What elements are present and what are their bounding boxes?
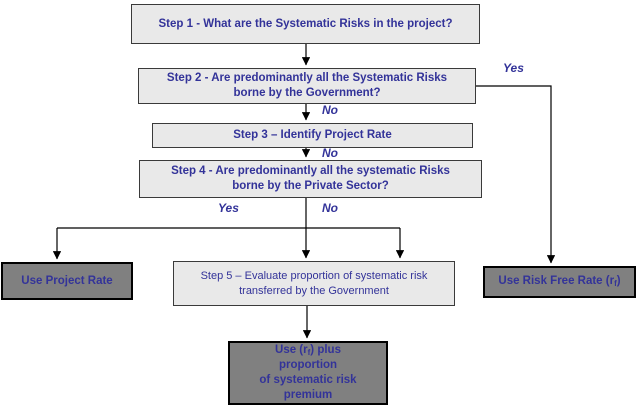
node-use-risk-free-rate-label: Use Risk Free Rate (rf)	[498, 275, 621, 289]
edge-label-yes-step2: Yes	[503, 61, 524, 75]
edge-step2-riskfree	[476, 85, 556, 264]
node-step3: Step 3 – Identify Project Rate	[152, 123, 473, 148]
node-step4: Step 4 - Are predominantly all the syste…	[139, 160, 482, 198]
node-step2-line1: Step 2 - Are predominantly all the Syste…	[166, 72, 448, 85]
subscript-f: f	[614, 279, 617, 289]
edge-label-no-step2: No	[322, 103, 338, 117]
edge-label-no-step3: No	[322, 146, 338, 160]
node-step2-line2: borne by the Government?	[233, 87, 381, 99]
node-use-rf-plus-line3: of systematic risk	[259, 374, 357, 387]
node-use-rf-plus-line1: Use (rf) plus	[275, 343, 341, 357]
edge-label-no-step4: No	[322, 201, 338, 215]
node-step2: Step 2 - Are predominantly all the Syste…	[138, 68, 476, 104]
node-use-project-rate: Use Project Rate	[1, 262, 133, 300]
node-step5-line2: transferred by the Government	[239, 284, 389, 297]
node-use-rf-plus-line2: proportion	[278, 359, 338, 372]
node-use-risk-free-rate: Use Risk Free Rate (rf)	[483, 266, 636, 298]
node-use-project-rate-label: Use Project Rate	[21, 274, 113, 287]
node-step5-line1: Step 5 – Evaluate proportion of systemat…	[200, 270, 428, 283]
node-step5: Step 5 – Evaluate proportion of systemat…	[173, 261, 455, 306]
edge-label-yes-step4: Yes	[218, 201, 239, 215]
node-step3-label: Step 3 – Identify Project Rate	[233, 129, 392, 142]
node-step1: Step 1 - What are the Systematic Risks i…	[131, 4, 480, 44]
node-use-rf-plus: Use (rf) plus proportion of systematic r…	[228, 341, 388, 405]
node-step4-line2: borne by the Private Sector?	[232, 180, 389, 192]
node-step1-label: Step 1 - What are the Systematic Risks i…	[158, 17, 453, 30]
subscript-f: f	[307, 347, 311, 357]
node-use-rf-plus-line4: premium	[283, 389, 333, 402]
node-step4-line1: Step 4 - Are predominantly all the syste…	[171, 165, 450, 178]
